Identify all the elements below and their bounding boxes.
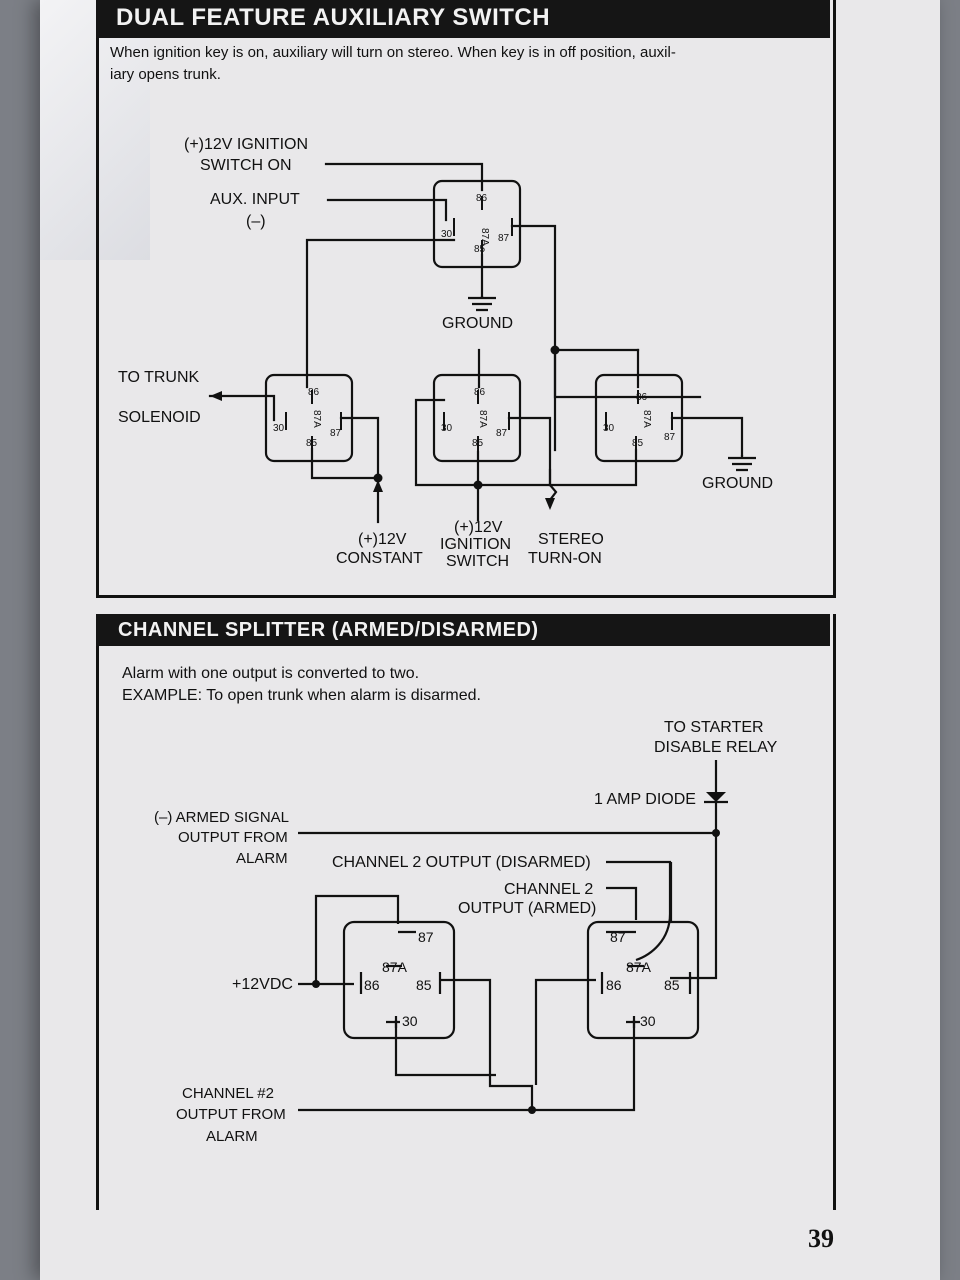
section-channel-splitter-intro: Alarm with one output is converted to tw… bbox=[122, 663, 722, 707]
label-ign-switch-3: SWITCH bbox=[446, 553, 509, 570]
section-dual-feature-intro: When ignition key is on, auxiliary will … bbox=[110, 42, 820, 86]
right-relay-85: 85 bbox=[632, 438, 644, 449]
manual-page: DUAL FEATURE AUXILIARY SWITCH When ignit… bbox=[40, 0, 940, 1280]
mid-relay-87: 87 bbox=[496, 428, 508, 439]
section-channel-splitter-title-text: CHANNEL SPLITTER (ARMED/DISARMED) bbox=[118, 619, 539, 641]
left-relay-87: 87 bbox=[330, 428, 342, 439]
ground-symbols bbox=[468, 296, 756, 472]
dual-feature-diagram: 86 30 85 87 87A 86 30 85 87 87A 86 30 85… bbox=[118, 136, 773, 570]
top-relay-87: 87 bbox=[498, 233, 510, 244]
mid-relay-87a: 87A bbox=[477, 410, 488, 428]
top-relay-30: 30 bbox=[441, 229, 453, 240]
mid-relay-86: 86 bbox=[474, 387, 486, 398]
relay-a-85: 85 bbox=[416, 977, 432, 993]
right-relay-87a: 87A bbox=[641, 410, 652, 428]
label-armed-2: OUTPUT FROM bbox=[178, 829, 288, 846]
label-starter-2: DISABLE RELAY bbox=[654, 739, 778, 756]
label-ign-switch-2: IGNITION bbox=[440, 536, 511, 553]
label-armed-3: ALARM bbox=[236, 850, 288, 867]
mid-relay-30: 30 bbox=[441, 423, 453, 434]
right-relay-87: 87 bbox=[664, 432, 676, 443]
relay-b-86: 86 bbox=[606, 977, 622, 993]
section-dual-feature-title: DUAL FEATURE AUXILIARY SWITCH bbox=[96, 0, 830, 38]
label-ground-right: GROUND bbox=[702, 475, 773, 492]
label-aux-input-2: (–) bbox=[246, 213, 266, 230]
left-relay-87a: 87A bbox=[311, 410, 322, 428]
label-ch2-out-3: ALARM bbox=[206, 1128, 258, 1145]
label-ign-switch-on-1: (+)12V IGNITION bbox=[184, 136, 308, 153]
label-vdc: +12VDC bbox=[232, 976, 293, 993]
label-to-trunk: TO TRUNK bbox=[118, 369, 200, 386]
stereo-arrow bbox=[545, 498, 555, 510]
relay-a-30: 30 bbox=[402, 1013, 418, 1029]
top-relay-87a: 87A bbox=[479, 228, 490, 246]
label-ign-switch-1: (+)12V bbox=[454, 519, 503, 536]
intro-line-1: When ignition key is on, auxiliary will … bbox=[110, 44, 676, 61]
page-number: 39 bbox=[808, 1224, 834, 1253]
left-relay-86: 86 bbox=[308, 387, 320, 398]
right-relay-30: 30 bbox=[603, 423, 615, 434]
label-ch2-armed-2: OUTPUT (ARMED) bbox=[458, 900, 596, 917]
trunk-arrow bbox=[210, 391, 222, 401]
label-aux-input-1: AUX. INPUT bbox=[210, 191, 300, 208]
intro2-line-2: EXAMPLE: To open trunk when alarm is dis… bbox=[122, 687, 481, 704]
relay-b-87: 87 bbox=[610, 929, 626, 945]
intro2-line-1: Alarm with one output is converted to tw… bbox=[122, 665, 420, 682]
label-ch2-out-1: CHANNEL #2 bbox=[182, 1085, 274, 1102]
relay-a-87a: 87A bbox=[382, 959, 408, 975]
relay-b-30: 30 bbox=[640, 1013, 656, 1029]
section-dual-feature-box bbox=[96, 0, 836, 598]
label-stereo-2: TURN-ON bbox=[528, 550, 602, 567]
label-armed-1: (–) ARMED SIGNAL bbox=[154, 809, 289, 826]
channel-splitter-diagram: 87 87A 86 85 30 87 87A 86 85 30 TO START… bbox=[154, 719, 778, 1145]
label-ch2-armed-1: CHANNEL 2 bbox=[504, 881, 593, 898]
left-relay-30: 30 bbox=[273, 423, 285, 434]
relay-a-87: 87 bbox=[418, 929, 434, 945]
label-ch2-disarmed: CHANNEL 2 OUTPUT (DISARMED) bbox=[332, 854, 591, 871]
label-ground-top: GROUND bbox=[442, 315, 513, 332]
relay-b-87a: 87A bbox=[626, 959, 652, 975]
top-relay-85: 85 bbox=[474, 244, 486, 255]
section-channel-splitter-box bbox=[96, 614, 836, 1210]
diode-symbol bbox=[704, 792, 728, 804]
label-starter-1: TO STARTER bbox=[664, 719, 764, 736]
label-ch2-out-2: OUTPUT FROM bbox=[176, 1106, 286, 1123]
relay-b-85: 85 bbox=[664, 977, 680, 993]
label-stereo-1: STEREO bbox=[538, 531, 604, 548]
label-solenoid: SOLENOID bbox=[118, 409, 201, 426]
label-constant-1: (+)12V bbox=[358, 531, 407, 548]
relay-top bbox=[432, 179, 522, 269]
right-relay-86: 86 bbox=[636, 392, 648, 403]
page-fold bbox=[40, 0, 150, 260]
label-ign-switch-on-2: SWITCH ON bbox=[200, 157, 292, 174]
relay-a-86: 86 bbox=[364, 977, 380, 993]
section-dual-feature-title-text: DUAL FEATURE AUXILIARY SWITCH bbox=[116, 4, 551, 31]
constant-arrow bbox=[373, 480, 383, 492]
intro-line-2: iary opens trunk. bbox=[110, 66, 221, 83]
section-channel-splitter-title: CHANNEL SPLITTER (ARMED/DISARMED) bbox=[96, 614, 830, 646]
label-constant-2: CONSTANT bbox=[336, 550, 423, 567]
label-diode: 1 AMP DIODE bbox=[594, 791, 696, 808]
